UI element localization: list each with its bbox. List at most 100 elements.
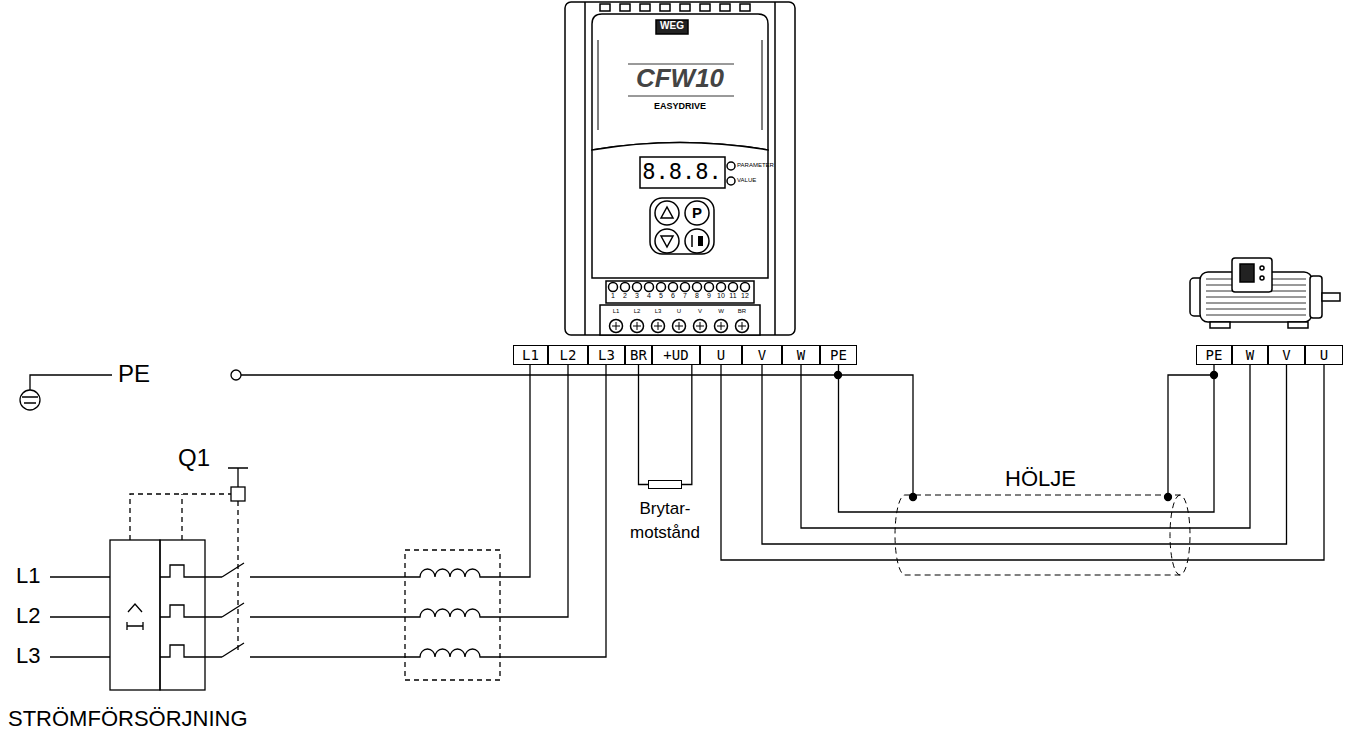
drive-illustration-part-part <box>612 322 620 330</box>
motor-illustration-part-part <box>1206 309 1306 310</box>
device-marking: 7 <box>683 292 687 300</box>
motor-illustration-part <box>1232 258 1272 292</box>
drive-illustration-part <box>727 162 735 170</box>
drive-illustration-part-part <box>652 320 665 333</box>
drive-illustration-part <box>660 4 670 11</box>
circuit-breaker-part <box>160 565 222 577</box>
terminal-cell: L3 <box>588 345 625 365</box>
diagram-label: STRÖMFÖRSÖRJNING <box>8 706 248 731</box>
terminal-label: V <box>755 346 769 364</box>
motor-illustration <box>1190 258 1340 328</box>
terminal-label: L2 <box>557 346 580 364</box>
terminal-cell: +UD <box>652 345 700 365</box>
device-marking: 9 <box>707 292 711 300</box>
drive-illustration-part-part <box>669 283 678 292</box>
drive-illustration-part <box>585 2 775 335</box>
device-marking: 5 <box>659 292 663 300</box>
earth-wiring <box>20 370 1218 501</box>
device-marking: WEG <box>660 20 684 32</box>
terminal-cell: U <box>700 345 742 365</box>
drive-illustration-part-part <box>675 322 683 330</box>
terminal-label: BR <box>627 346 650 364</box>
drive-illustration-part <box>680 4 690 11</box>
motor-illustration-part <box>1288 322 1308 328</box>
drive-illustration-part <box>727 177 735 185</box>
drive-illustration-part <box>598 40 762 130</box>
drive-illustration-part-part <box>694 320 707 333</box>
drive-illustration-part-part <box>609 283 618 292</box>
motor-illustration-part-part <box>1206 297 1306 298</box>
drive-illustration-part-part <box>633 322 641 330</box>
line-reactor-part <box>405 550 500 680</box>
terminal-cell: U <box>1305 345 1343 365</box>
device-marking: 1 <box>611 292 615 300</box>
drive-illustration-part-part <box>736 320 749 333</box>
device-marking: PARAMETER <box>737 162 774 169</box>
drive-illustration-part <box>600 305 760 335</box>
diagram-label: Q1 <box>178 444 210 472</box>
earth-wiring-part <box>1168 375 1214 497</box>
drive-illustration-part-part <box>717 322 725 330</box>
drive-illustration-part <box>640 4 650 11</box>
device-marking: L2 <box>634 308 641 315</box>
device-marking: W <box>718 308 724 315</box>
device-marking: 8 <box>695 292 699 300</box>
drive-illustration-part-part <box>631 320 644 333</box>
circuit-breaker-part <box>231 487 245 501</box>
terminal-cell: V <box>1268 345 1305 365</box>
wire-connector <box>839 365 1215 512</box>
circuit-breaker-part <box>160 540 205 690</box>
drive-illustration-part-part <box>633 283 642 292</box>
terminal-label: +UD <box>660 346 691 364</box>
device-marking: U <box>677 308 681 315</box>
drive-illustration-part <box>609 283 750 333</box>
drive-illustration-part <box>620 4 630 11</box>
terminal-label: L1 <box>519 346 542 364</box>
circuit-breaker-part <box>50 577 110 657</box>
device-marking: CFW10 <box>636 64 724 94</box>
drive-illustration-part <box>720 4 730 11</box>
wire-connector <box>682 365 692 485</box>
circuit-breaker <box>50 468 248 690</box>
wire-connector <box>801 365 1250 528</box>
terminal-cell: W <box>1232 345 1268 365</box>
terminal-cell: W <box>782 345 820 365</box>
line-reactor <box>250 365 606 680</box>
motor-illustration-part <box>1260 276 1264 280</box>
terminal-label: W <box>1243 346 1257 364</box>
earth-wiring-part <box>241 375 913 497</box>
drive-illustration-part <box>661 207 673 218</box>
wire-connector <box>721 365 1324 560</box>
motor-illustration-part <box>1260 266 1264 270</box>
line-reactor-part <box>250 365 530 577</box>
device-marking: 2 <box>623 292 627 300</box>
drive-illustration <box>565 2 795 335</box>
device-marking: V <box>698 308 702 315</box>
earth-wiring-part <box>30 375 112 390</box>
wire-connector <box>639 365 649 485</box>
motor-illustration-part <box>1322 293 1340 301</box>
drive-illustration-part <box>655 201 679 225</box>
drive-illustration-part <box>691 235 693 247</box>
circuit-breaker-part <box>160 605 222 617</box>
drive-illustration-part-part <box>738 322 746 330</box>
device-marking: 11 <box>729 292 736 300</box>
drive-illustration-part-part <box>705 283 714 292</box>
cable-shield <box>895 495 1190 575</box>
drive-illustration-part-part <box>645 283 654 292</box>
line-reactor-part <box>250 365 568 617</box>
drive-illustration-part <box>606 281 754 303</box>
terminal-label: U <box>714 346 728 364</box>
drive-illustration-part-part <box>621 283 630 292</box>
device-marking: BR <box>738 308 746 315</box>
device-marking: VALUE <box>737 177 756 184</box>
device-marking: EASYDRIVE <box>654 101 706 111</box>
drive-illustration-part <box>740 4 750 11</box>
device-marking: L1 <box>613 308 620 315</box>
device-marking: 10 <box>717 292 725 300</box>
drive-illustration-part-part <box>610 320 623 333</box>
drive-illustration-part-part <box>681 283 690 292</box>
